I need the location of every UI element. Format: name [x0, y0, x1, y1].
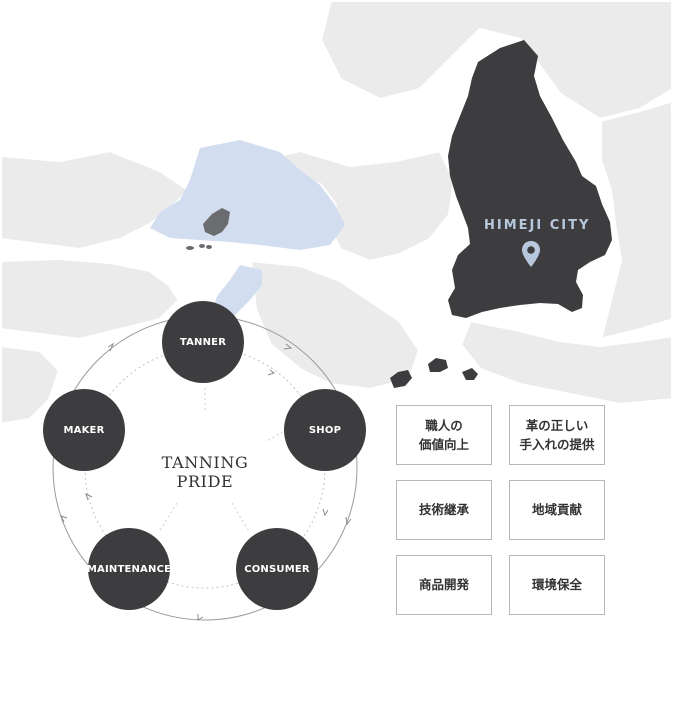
- arrow-chevron-icon: [85, 493, 93, 501]
- island-shape: [428, 358, 448, 372]
- island-shape: [390, 370, 412, 388]
- value-box: 職人の 価値向上: [396, 405, 492, 465]
- city-label: HIMEJI CITY: [484, 218, 591, 233]
- himeji-region: [448, 40, 612, 318]
- arrow-chevron-icon: [283, 343, 293, 350]
- cycle-node-consumer: CONSUMER: [236, 528, 318, 610]
- islet: [199, 244, 205, 248]
- islet: [206, 245, 212, 249]
- value-box: 革の正しい 手入れの提供: [509, 405, 605, 465]
- cycle-title: TANNING PRIDE: [161, 453, 249, 491]
- value-box: 地域貢献: [509, 480, 605, 540]
- island-shape: [203, 208, 230, 236]
- spoke-line: [231, 502, 249, 531]
- cycle-node-maker: MAKER: [43, 389, 125, 471]
- land-region-south: [0, 343, 62, 427]
- cycle-node-shop: SHOP: [284, 389, 366, 471]
- value-box: 技術継承: [396, 480, 492, 540]
- arrow-chevron-icon: [267, 369, 276, 376]
- island-shape: [462, 368, 478, 380]
- land-region-west-lower: [0, 256, 182, 342]
- land-region-north: [318, 0, 673, 122]
- land-region-east: [598, 98, 673, 342]
- spoke-line: [159, 502, 178, 531]
- arrow-chevron-icon: [345, 516, 352, 526]
- cycle-node-maintenance: MAINTENANCE: [87, 528, 171, 610]
- arrow-chevron-icon: [107, 342, 115, 352]
- value-box: 環境保全: [509, 555, 605, 615]
- islet: [186, 246, 194, 250]
- arrow-chevron-icon: [322, 508, 329, 517]
- arrow-chevron-icon: [197, 614, 204, 621]
- cycle-node-tanner: TANNER: [162, 301, 244, 383]
- value-box: 商品開発: [396, 555, 492, 615]
- arrow-chevron-icon: [60, 515, 68, 523]
- sea-area-north: [150, 140, 345, 250]
- spoke-line: [264, 431, 284, 443]
- location-pin-icon: [522, 241, 540, 267]
- land-region-southeast: [458, 318, 673, 407]
